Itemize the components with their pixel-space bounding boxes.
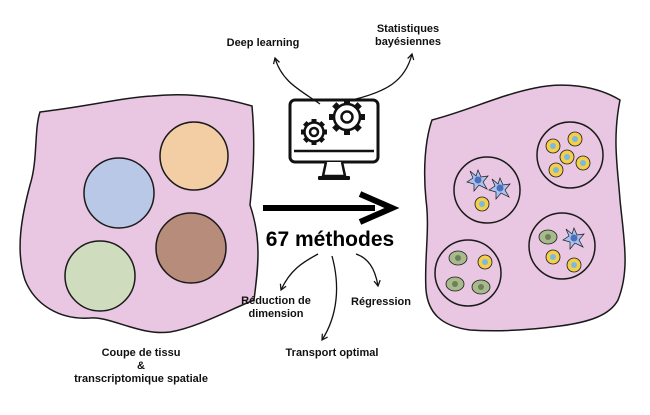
label-regression: Régression [351, 296, 411, 308]
neuron-cell [562, 227, 585, 250]
label-tissue-line3: transcriptomique spatiale [74, 373, 208, 385]
right-tissue [423, 84, 626, 332]
arrow-to-reduction [279, 253, 319, 292]
label-tissue-line2: & [137, 360, 145, 372]
yellow-cell [545, 138, 561, 154]
green-cell [445, 276, 465, 292]
spot-yellow-cells [536, 121, 604, 189]
label-statistics-line2: bayésiennes [375, 36, 441, 48]
arrow-to-statistics [351, 52, 415, 101]
label-reduction-line2: dimension [248, 308, 303, 320]
arrow-right-icon [263, 191, 400, 225]
left-tissue [19, 94, 259, 334]
arrow-to-transport [321, 255, 338, 342]
spot-green-cells [434, 239, 502, 307]
label-transport: Transport optimal [286, 347, 379, 359]
label-methods: 67 méthodes [266, 228, 394, 251]
label-tissue-line1: Coupe de tissu [102, 347, 181, 359]
spot-orange [159, 121, 229, 191]
label-statistics-line1: Statistiques [377, 23, 439, 35]
computer-gears-icon [288, 98, 380, 180]
spot-blue [83, 157, 155, 229]
spot-mixed-cells [528, 212, 596, 280]
arrow-to-deep-learning [272, 56, 321, 105]
yellow-cell [567, 131, 583, 147]
yellow-cell [566, 257, 582, 273]
yellow-cell [575, 155, 591, 171]
yellow-cell [474, 196, 490, 212]
yellow-cell [548, 162, 564, 178]
neuron-cell [488, 177, 511, 200]
yellow-cell [477, 254, 493, 270]
green-cell [448, 250, 468, 266]
label-reduction-line1: Réduction de [241, 295, 311, 307]
spot-green [64, 240, 136, 312]
yellow-cell [545, 249, 561, 265]
spot-neurons [453, 156, 521, 224]
green-cell [471, 279, 491, 295]
spot-brown [155, 212, 227, 284]
arrow-to-regression [355, 253, 381, 288]
neuron-cell [466, 169, 489, 192]
label-deep-learning: Deep learning [227, 37, 300, 49]
yellow-cell [559, 149, 575, 165]
green-cell [538, 229, 558, 245]
